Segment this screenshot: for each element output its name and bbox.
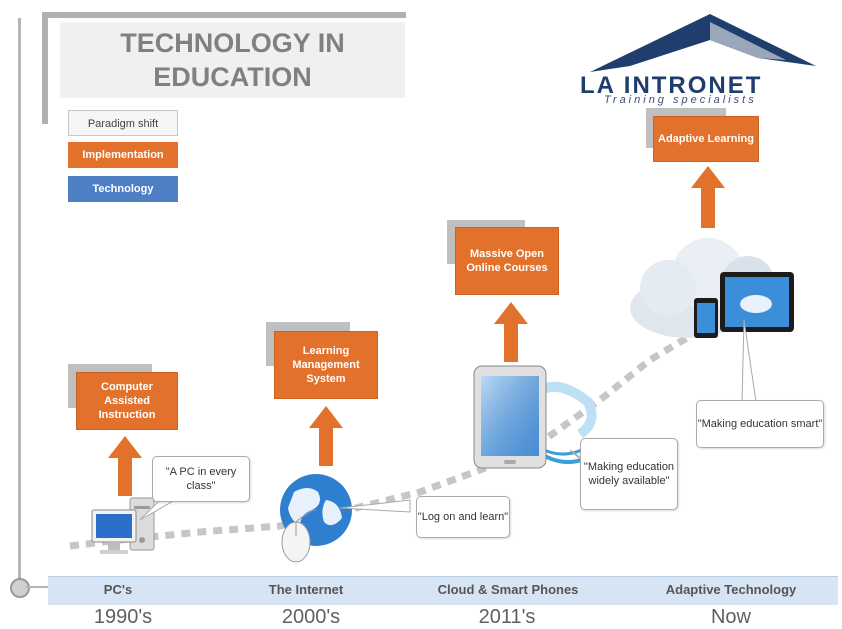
timeline-connector (26, 586, 48, 588)
quote-bubble-adaptive: "Making education smart" (696, 400, 824, 448)
era-label-pcs: PC's (103, 582, 133, 597)
milestone-lms: Learning Management System (275, 332, 377, 398)
milestone-mooc: Massive Open Online Courses (456, 228, 558, 294)
timeline-start-circle (10, 578, 30, 598)
year-1990s: 1990's (93, 606, 153, 628)
logo-name: LA INTRONET (580, 72, 763, 99)
cloud-devices-icon (630, 238, 794, 338)
legend-technology: Technology (68, 176, 178, 202)
quote-bubble-internet: "Log on and learn" (416, 496, 510, 538)
year-2011s: 2011's (478, 606, 536, 628)
year-now: Now (710, 606, 751, 628)
timeline-vertical-line (18, 18, 21, 586)
logo-roof-icon (590, 14, 816, 72)
quote-bubble-pc: "A PC in every class" (152, 456, 250, 502)
year-2000s: 2000's (281, 606, 341, 628)
page-title: TECHNOLOGY IN EDUCATION (120, 28, 345, 92)
arrow-up-icon (309, 406, 343, 466)
era-label-internet: The Internet (268, 582, 344, 597)
quote-bubble-mobile: "Making education widely available" (580, 438, 678, 510)
desktop-pc-icon (91, 497, 155, 554)
globe-mouse-icon (280, 474, 352, 563)
tablet-wifi-icon (473, 365, 600, 469)
era-label-cloud: Cloud & Smart Phones (437, 582, 579, 597)
era-label-adaptive: Adaptive Technology (665, 582, 797, 597)
era-bar (48, 576, 838, 605)
arrow-up-icon (108, 436, 142, 496)
arrow-up-icon (494, 302, 528, 362)
milestone-cai: Computer Assisted Instruction (77, 373, 177, 429)
arrow-up-icon (691, 166, 725, 228)
legend-paradigm-shift: Paradigm shift (68, 110, 178, 136)
logo-tagline: Training specialists (604, 94, 757, 106)
title-bracket-left (42, 12, 48, 124)
milestone-adaptive: Adaptive Learning (654, 117, 758, 161)
title-background (60, 22, 405, 98)
title-bracket (42, 12, 406, 18)
legend-implementation: Implementation (68, 142, 178, 168)
